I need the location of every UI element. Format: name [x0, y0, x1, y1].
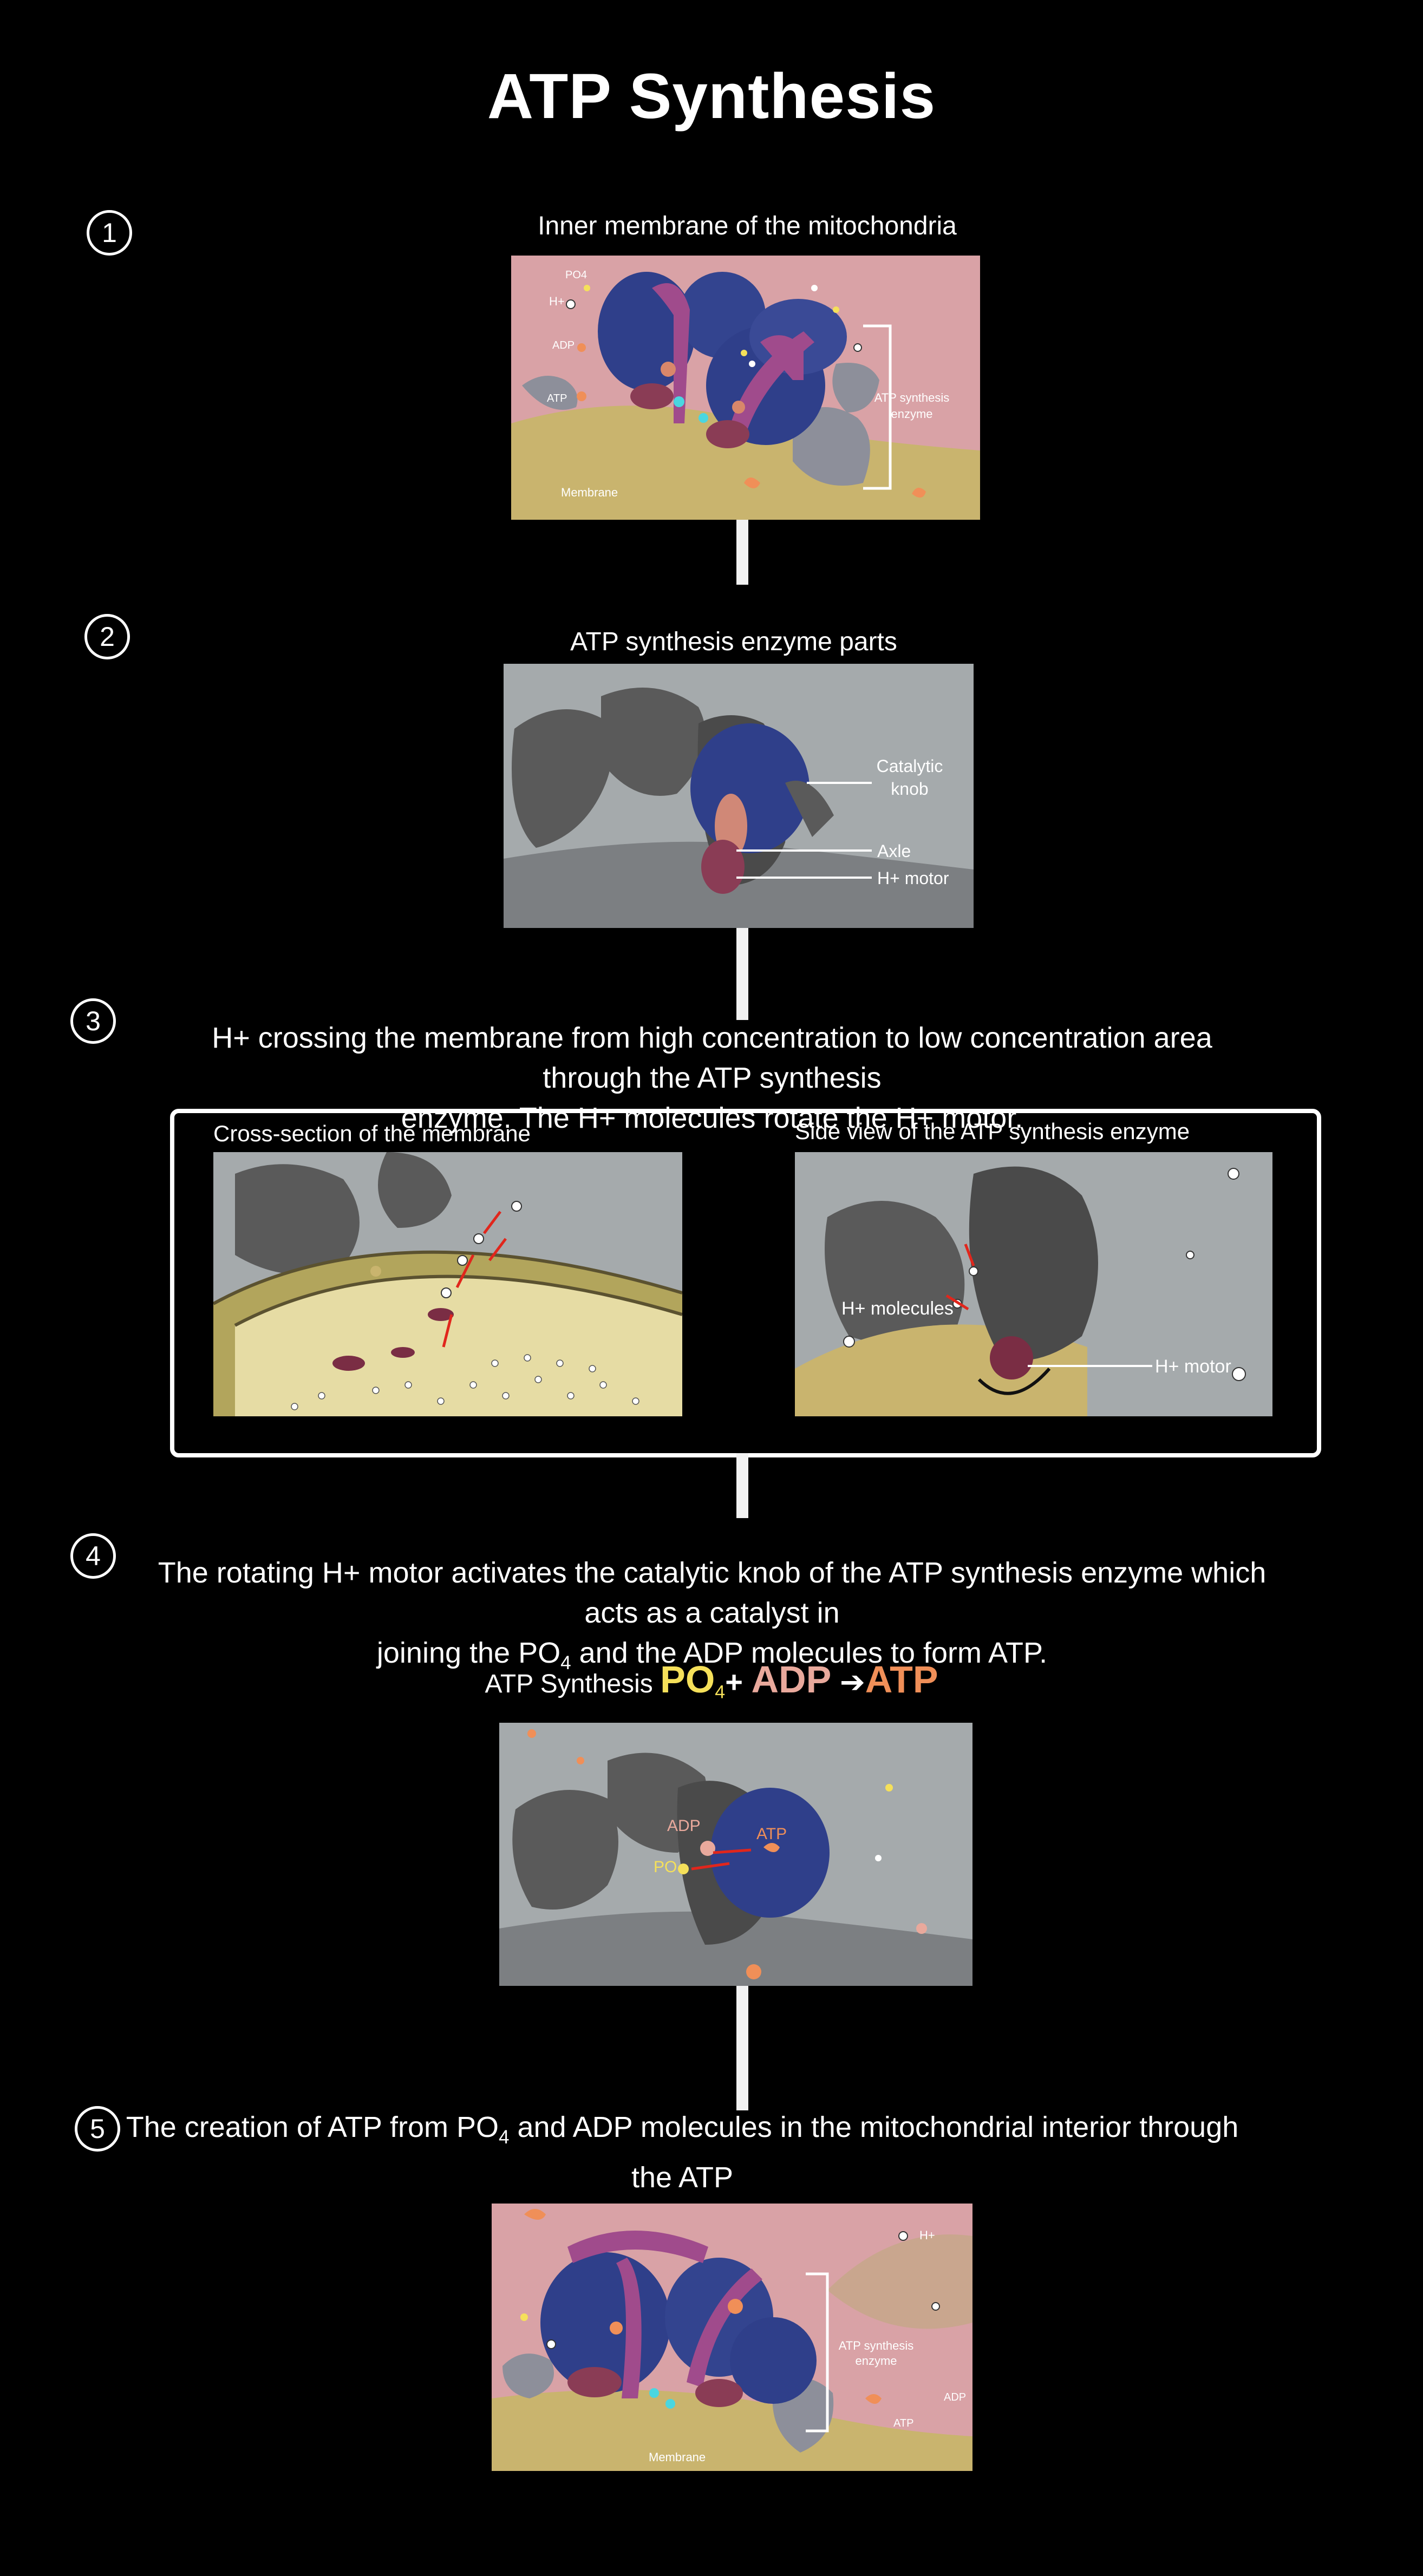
side-view-illustration: H+ molecules H+ motor — [795, 1152, 1272, 1416]
step-4-caption-line2-a: joining the PO — [376, 1637, 561, 1669]
step-4-caption: The rotating H+ motor activates the cata… — [135, 1553, 1289, 1683]
step-2-heading: ATP synthesis enzyme parts — [570, 627, 897, 656]
step-2-number: 2 — [84, 614, 130, 659]
connector-1-2 — [736, 520, 748, 585]
enzyme-label-line1: ATP synthesis — [874, 391, 950, 404]
cross-section-svg — [213, 1152, 682, 1416]
catalytic-knob-label-line2: knob — [891, 779, 928, 799]
equation-prefix: ATP Synthesis — [485, 1670, 661, 1698]
h-motor-label: H+ motor — [877, 868, 949, 888]
step-4-illustration: ADP ATP PO — [499, 1723, 972, 1986]
step-5-caption-line1-b: and ADP molecules in the mitochondrial i… — [509, 2111, 1239, 2194]
step-1-illustration: PO4 H+ ADP ATP ATP synthesis enzyme Memb… — [511, 256, 980, 520]
h-label: H+ — [549, 295, 565, 308]
step-5-svg: H+ ATP synthesis enzyme ADP ATP Membrane — [492, 2204, 972, 2471]
step-1-number: 1 — [87, 210, 132, 256]
cross-section-heading: Cross-section of the membrane — [213, 1121, 531, 1146]
side-view-heading: Side view of the ATP synthesis enzyme — [795, 1119, 1190, 1144]
po4-label: PO4 — [565, 269, 587, 281]
step-4-adp-label: ADP — [667, 1817, 701, 1835]
cross-section-illustration — [213, 1152, 682, 1416]
step-2-illustration: Catalytic knob Axle H+ motor — [504, 664, 974, 928]
equation-adp: ADP — [751, 1658, 832, 1701]
step-3-caption-line2: enzyme. The H+ molecules rotate the H+ m… — [401, 1102, 1023, 1134]
connector-3-4 — [736, 1453, 748, 1518]
enzyme-label-line2: enzyme — [891, 407, 932, 421]
catalytic-knob-label-line1: Catalytic — [877, 756, 943, 776]
step-5-atp-label: ATP — [893, 2417, 913, 2429]
step-1-svg: PO4 H+ ADP ATP ATP synthesis enzyme Memb… — [511, 256, 980, 520]
step-5-illustration: H+ ATP synthesis enzyme ADP ATP Membrane — [492, 2204, 972, 2471]
step-5-h-label: H+ — [919, 2228, 935, 2242]
step-5-enzyme-label-line2: enzyme — [855, 2354, 897, 2368]
step-5-caption-line1: The creation of ATP from PO4 and ADP mol… — [125, 2107, 1240, 2198]
step-3-caption-line1: H+ crossing the membrane from high conce… — [212, 1022, 1212, 1094]
step-5-membrane-label: Membrane — [649, 2450, 706, 2464]
membrane-label: Membrane — [561, 486, 618, 499]
step-5-adp-label: ADP — [944, 2391, 966, 2403]
step-4-svg: ADP ATP PO — [499, 1723, 972, 1986]
connector-4-5 — [736, 1986, 748, 2110]
step-3-number: 3 — [70, 998, 116, 1044]
step-4-caption-sub: 4 — [560, 1652, 571, 1673]
step-2-svg: Catalytic knob Axle H+ motor — [504, 664, 974, 928]
equation-atp: ATP — [865, 1658, 938, 1701]
equation-po4: PO — [660, 1658, 715, 1701]
step-5-number: 5 — [75, 2106, 120, 2152]
reaction-equation: ATP Synthesis PO4+ ADP ➔ATP — [0, 1658, 1423, 1703]
page-title: ATP Synthesis — [487, 61, 936, 132]
side-h-motor-label: H+ motor — [1155, 1356, 1231, 1377]
step-5-caption-line1-a: The creation of ATP from PO — [126, 2111, 499, 2143]
step-4-caption-line2-b: and the ADP molecules to form ATP. — [571, 1637, 1048, 1669]
connector-2-3 — [736, 928, 748, 1020]
step-1-heading: Inner membrane of the mitochondria — [538, 212, 957, 240]
step-4-caption-line1: The rotating H+ motor activates the cata… — [158, 1557, 1267, 1629]
step-5-caption-sub: 4 — [499, 2126, 510, 2148]
equation-plus: + — [725, 1665, 752, 1699]
atp-label: ATP — [547, 393, 567, 404]
step-4-po-label: PO — [654, 1858, 677, 1876]
step-4-atp-label: ATP — [756, 1825, 787, 1843]
adp-label: ADP — [552, 339, 575, 351]
step-3-caption: H+ crossing the membrane from high conce… — [162, 1018, 1262, 1138]
step-5-enzyme-label-line1: ATP synthesis — [839, 2339, 914, 2352]
step-4-caption-line2: joining the PO4 and the ADP molecules to… — [135, 1633, 1289, 1683]
equation-po4-sub: 4 — [715, 1682, 726, 1703]
axle-label: Axle — [877, 841, 911, 861]
h-molecules-label: H+ molecules — [841, 1298, 954, 1319]
step-4-number: 4 — [70, 1533, 116, 1579]
equation-arrow: ➔ — [831, 1665, 865, 1699]
side-view-svg: H+ molecules H+ motor — [795, 1152, 1272, 1416]
